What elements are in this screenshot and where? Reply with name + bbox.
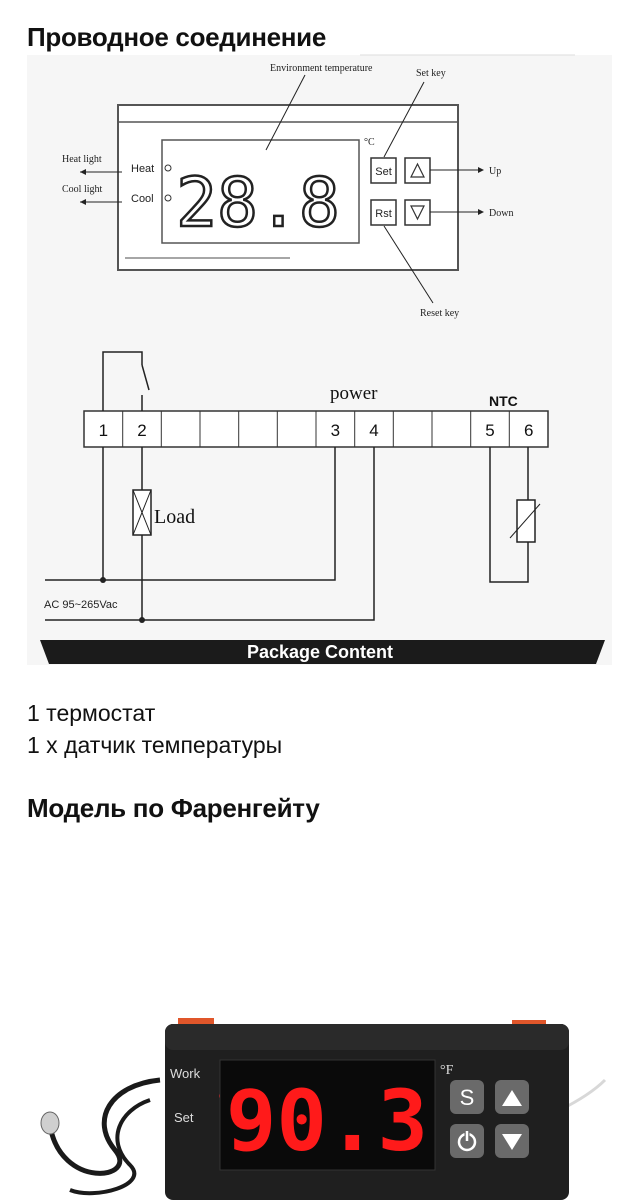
diagram-set-button: Set bbox=[375, 166, 392, 178]
ntc-label: NTC bbox=[489, 393, 518, 409]
fahrenheit-unit: °F bbox=[440, 1063, 454, 1078]
led-display: 90.3 bbox=[226, 1072, 428, 1170]
ac-voltage-label: AC 95~265Vac bbox=[44, 599, 118, 611]
up-button bbox=[495, 1080, 529, 1114]
wiring-heading: Проводное соединение bbox=[27, 22, 327, 52]
s-button bbox=[450, 1080, 484, 1114]
cool-label: Cool bbox=[131, 193, 154, 205]
work-label: Work bbox=[170, 1066, 201, 1081]
diagram-display: 28.8 bbox=[176, 164, 340, 243]
power-label: power bbox=[330, 383, 378, 404]
fahrenheit-heading: Модель по Фаренгейту bbox=[27, 793, 320, 823]
terminal-strip: 1 2 3 4 5 6 bbox=[83, 410, 549, 448]
set-key-label: Set key bbox=[416, 68, 446, 79]
heat-light-label: Heat light bbox=[62, 154, 102, 165]
up-label: Up bbox=[489, 166, 501, 177]
terminal-4: 4 bbox=[369, 421, 378, 440]
heat-label: Heat bbox=[131, 163, 154, 175]
power-icon bbox=[457, 1132, 477, 1152]
package-content-banner: Package Content bbox=[40, 640, 605, 664]
power-button bbox=[450, 1124, 484, 1158]
diagram-rst-button: Rst bbox=[375, 208, 392, 220]
banner-label: Package Content bbox=[247, 642, 393, 662]
package-line: 1 термостат bbox=[27, 700, 156, 726]
terminal-2: 2 bbox=[137, 421, 146, 440]
cool-light-label: Cool light bbox=[62, 184, 103, 195]
terminal-3: 3 bbox=[331, 421, 340, 440]
reset-key-label: Reset key bbox=[420, 308, 459, 319]
down-button bbox=[495, 1124, 529, 1158]
down-label: Down bbox=[489, 208, 513, 219]
package-line: 1 x датчик температуры bbox=[27, 732, 283, 758]
terminal-1: 1 bbox=[99, 421, 108, 440]
celsius-unit: °C bbox=[364, 137, 375, 148]
set-label: Set bbox=[174, 1110, 194, 1125]
wiring-diagram: °C 28.8 Heat Cool Heat light Cool light … bbox=[40, 54, 605, 664]
up-arrow-icon bbox=[502, 1090, 522, 1106]
terminal-6: 6 bbox=[524, 421, 533, 440]
terminal-5: 5 bbox=[485, 421, 494, 440]
s-button-label: S bbox=[460, 1085, 475, 1110]
down-arrow-icon bbox=[502, 1134, 522, 1150]
load-label: Load bbox=[154, 506, 195, 528]
environment-temperature-label: Environment temperature bbox=[270, 63, 373, 74]
